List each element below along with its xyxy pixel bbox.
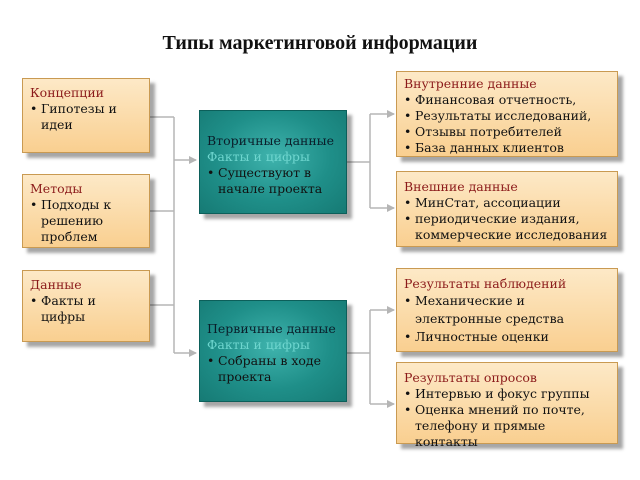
- list-item: Личностные оценки: [404, 328, 610, 346]
- concepts-box: Концепции Гипотезы и идеи: [22, 78, 150, 153]
- box-subtitle: Факты и цифры: [207, 337, 310, 352]
- list-item: Подходы к решению проблем: [30, 197, 142, 245]
- box-title: Результаты наблюдений: [404, 276, 567, 291]
- internal-data-box: Внутренние данные Финансовая отчетность,…: [396, 71, 618, 157]
- box-title: Результаты опросов: [404, 370, 537, 385]
- box-subtitle: Факты и цифры: [207, 149, 310, 164]
- diagram-title: Типы маркетинговой информации: [162, 32, 478, 54]
- methods-box: Методы Подходы к решению проблем: [22, 174, 150, 248]
- primary-data-box: Первичные данные Факты и цифры Собраны в…: [199, 300, 347, 402]
- box-title: Вторичные данные: [207, 133, 335, 148]
- box-title: Методы: [30, 181, 83, 196]
- list-item: периодические издания, коммерческие иссл…: [404, 211, 610, 243]
- list-item: Механические и электронные средства: [404, 292, 610, 328]
- box-title: Внешние данные: [404, 179, 518, 194]
- survey-results-box: Результаты опросов Интервью и фокус груп…: [396, 362, 618, 449]
- list-item: Собраны в ходе проекта: [207, 353, 339, 385]
- list-item: МинСтат, ассоциации: [404, 195, 610, 211]
- list-item: База данных клиентов: [404, 140, 610, 156]
- observation-results-box: Результаты наблюдений Механические и эле…: [396, 268, 618, 352]
- list-item: Финансовая отчетность,: [404, 92, 610, 108]
- list-item: Отзывы потребителей: [404, 124, 610, 140]
- list-item: Интервью и фокус группы: [404, 386, 610, 402]
- box-title: Данные: [30, 277, 82, 292]
- secondary-data-box: Вторичные данные Факты и цифры Существую…: [199, 110, 347, 214]
- external-data-box: Внешние данные МинСтат, ассоциации перио…: [396, 171, 618, 247]
- list-item: Оценка мнений по почте, телефону и прямы…: [404, 402, 610, 450]
- list-item: Результаты исследований,: [404, 108, 610, 124]
- data-box: Данные Факты и цифры: [22, 270, 150, 342]
- box-title: Внутренние данные: [404, 76, 537, 91]
- list-item: Факты и цифры: [30, 293, 142, 325]
- box-title: Концепции: [30, 85, 104, 100]
- box-title: Первичные данные: [207, 321, 336, 336]
- list-item: Гипотезы и идеи: [30, 101, 142, 133]
- list-item: Существуют в начале проекта: [207, 165, 339, 197]
